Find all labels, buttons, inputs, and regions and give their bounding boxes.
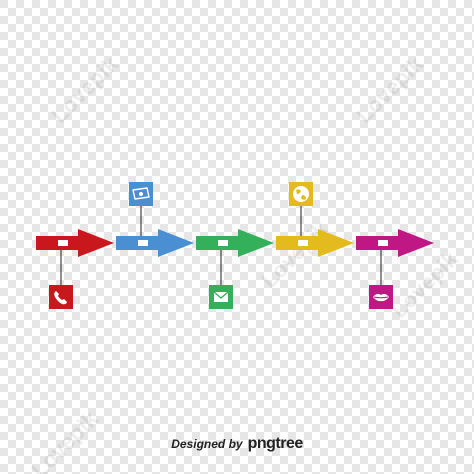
ticket-icon (129, 182, 153, 206)
lips-icon (369, 285, 393, 309)
timeline-step-2 (116, 182, 194, 257)
globe-icon (289, 182, 313, 206)
envelope-icon (209, 285, 233, 309)
watermark-text: Lovepik (351, 51, 428, 128)
arrow-marker (138, 240, 148, 246)
timeline-arrow (276, 229, 354, 257)
timeline-arrow (116, 229, 194, 257)
icon-box (49, 285, 73, 309)
designer-credit: Designed by pngtree (0, 432, 474, 456)
timeline-arrow (36, 229, 114, 257)
arrow-marker (218, 240, 228, 246)
timeline-step-5 (356, 229, 434, 309)
watermark-text: Lovepik (46, 51, 123, 128)
arrow-marker (58, 240, 68, 246)
timeline-step-1 (36, 229, 114, 309)
timeline-arrow (196, 229, 274, 257)
phone-icon (49, 285, 73, 309)
timeline-step-4 (276, 182, 354, 257)
arrow-marker (378, 240, 388, 246)
timeline-arrow (356, 229, 434, 257)
credit-designed-by: Designed by (171, 437, 243, 451)
watermark-text: Lovepik (386, 246, 463, 323)
credit-brand: pngtree (247, 435, 304, 452)
timeline-step-3 (196, 229, 274, 309)
arrow-marker (298, 240, 308, 246)
